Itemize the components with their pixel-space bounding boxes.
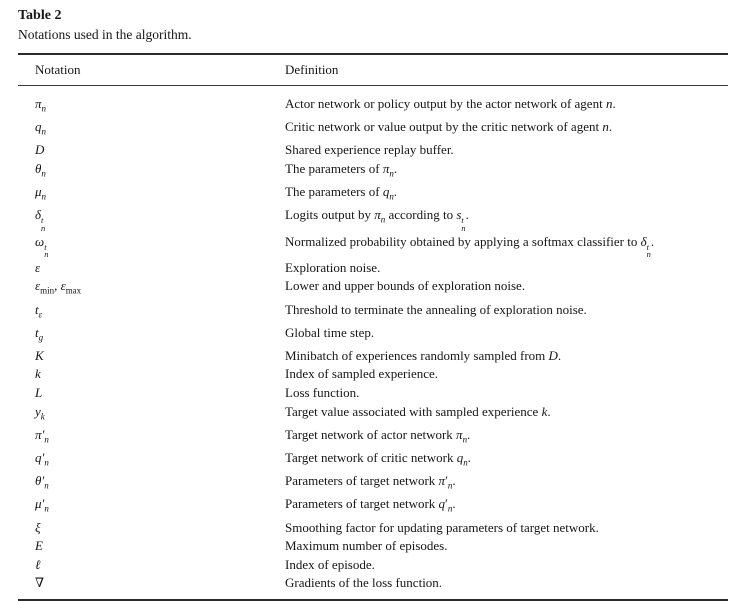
definition-cell: Parameters of target network π′n. [285,473,456,491]
notation-cell: εmin, εmax [35,278,82,296]
header-row: Notation Definition [18,54,728,86]
table-row: εmin, εmax Lower and upper bounds of expl… [18,277,728,300]
definition-cell: Minibatch of experiences randomly sample… [285,347,562,363]
definition-cell: The parameters of qn. [285,184,398,202]
definition-cell: Lower and upper bounds of exploration no… [285,278,526,294]
notation-cell: ∇ [35,575,45,591]
notation-cell: E [35,538,43,554]
table-row: ℓ Index of episode. [18,556,728,575]
notation-cell: D [35,142,45,158]
notation-cell: μn [35,184,47,202]
column-header-notation: Notation [18,54,285,86]
notation-cell: qn [35,119,46,137]
definition-cell: Index of episode. [285,556,375,572]
table-row: μ′n Parameters of target network q′n. [18,495,728,518]
table-header: Notation Definition [18,54,728,86]
definition-cell: Loss function. [285,385,360,401]
table-row: ∇ Gradients of the loss function. [18,574,728,600]
definition-cell: Index of sampled experience. [285,366,439,382]
notation-cell: yk [35,403,45,422]
definition-cell: Gradients of the loss function. [285,575,443,591]
notation-cell: tε [35,301,43,320]
notations-table: Notation Definition πn Actor network or p… [18,53,728,601]
definition-cell: Maximum number of episodes. [285,538,448,554]
table-row: tg Global time step. [18,324,728,347]
definition-cell: The parameters of πn. [285,160,398,179]
table-row: μn The parameters of qn. [18,183,728,206]
table-label: Table 2 [18,8,62,23]
table-row: θ′n Parameters of target network π′n. [18,472,728,495]
definition-cell: Exploration noise. [285,259,381,275]
table-row: π′n Target network of actor network πn. [18,426,728,449]
notation-cell: μ′n [35,496,49,514]
definition-cell: Target value associated with sampled exp… [285,403,551,419]
table-row: ξ Smoothing factor for updating parameter… [18,519,728,538]
table-row: E Maximum number of episodes. [18,537,728,556]
table-row: L Loss function. [18,384,728,403]
table-row: D Shared experience replay buffer. [18,141,728,160]
notation-cell: K [35,347,44,363]
table-row: πn Actor network or policy output by the … [18,86,728,119]
table-row: k Index of sampled experience. [18,365,728,384]
table-row: yk Target value associated with sampled e… [18,403,728,426]
column-header-definition: Definition [285,54,728,86]
definition-cell: Critic network or value output by the cr… [285,119,613,135]
table-row: qn Critic network or value output by the … [18,118,728,141]
definition-cell: Target network of critic network qn. [285,450,471,468]
definition-cell: Threshold to terminate the annealing of … [285,301,587,317]
notation-cell: ℓ [35,556,41,572]
table-row: θn The parameters of πn. [18,160,728,183]
definition-cell: Parameters of target network q′n. [285,496,456,514]
definition-cell: Actor network or policy output by the ac… [285,96,616,111]
notation-cell: k [35,366,41,382]
notation-cell: ε [35,259,41,275]
definition-cell: Smoothing factor for updating parameters… [285,519,599,535]
table-row: q′n Target network of critic network qn. [18,449,728,472]
notation-cell: π′n [35,426,49,445]
table-row: K Minibatch of experiences randomly sampl… [18,347,728,366]
table-row: ε Exploration noise. [18,259,728,278]
notation-cell: θ′n [35,473,49,491]
definition-cell: Target network of actor network πn. [285,426,471,445]
notation-cell: L [35,385,43,401]
table-caption: Notations used in the algorithm. [18,27,192,42]
notation-cell: ξ [35,519,41,535]
definition-cell: Normalized probability obtained by apply… [285,233,655,260]
definition-cell: Global time step. [285,324,375,340]
notation-cell: tg [35,324,44,343]
table-row: tε Threshold to terminate the annealing o… [18,301,728,324]
notation-cell: q′n [35,450,49,468]
notation-cell: θn [35,160,46,179]
table-body: πn Actor network or policy output by the … [18,86,728,600]
definition-cell: Shared experience replay buffer. [285,142,454,158]
notation-cell: πn [35,96,46,114]
